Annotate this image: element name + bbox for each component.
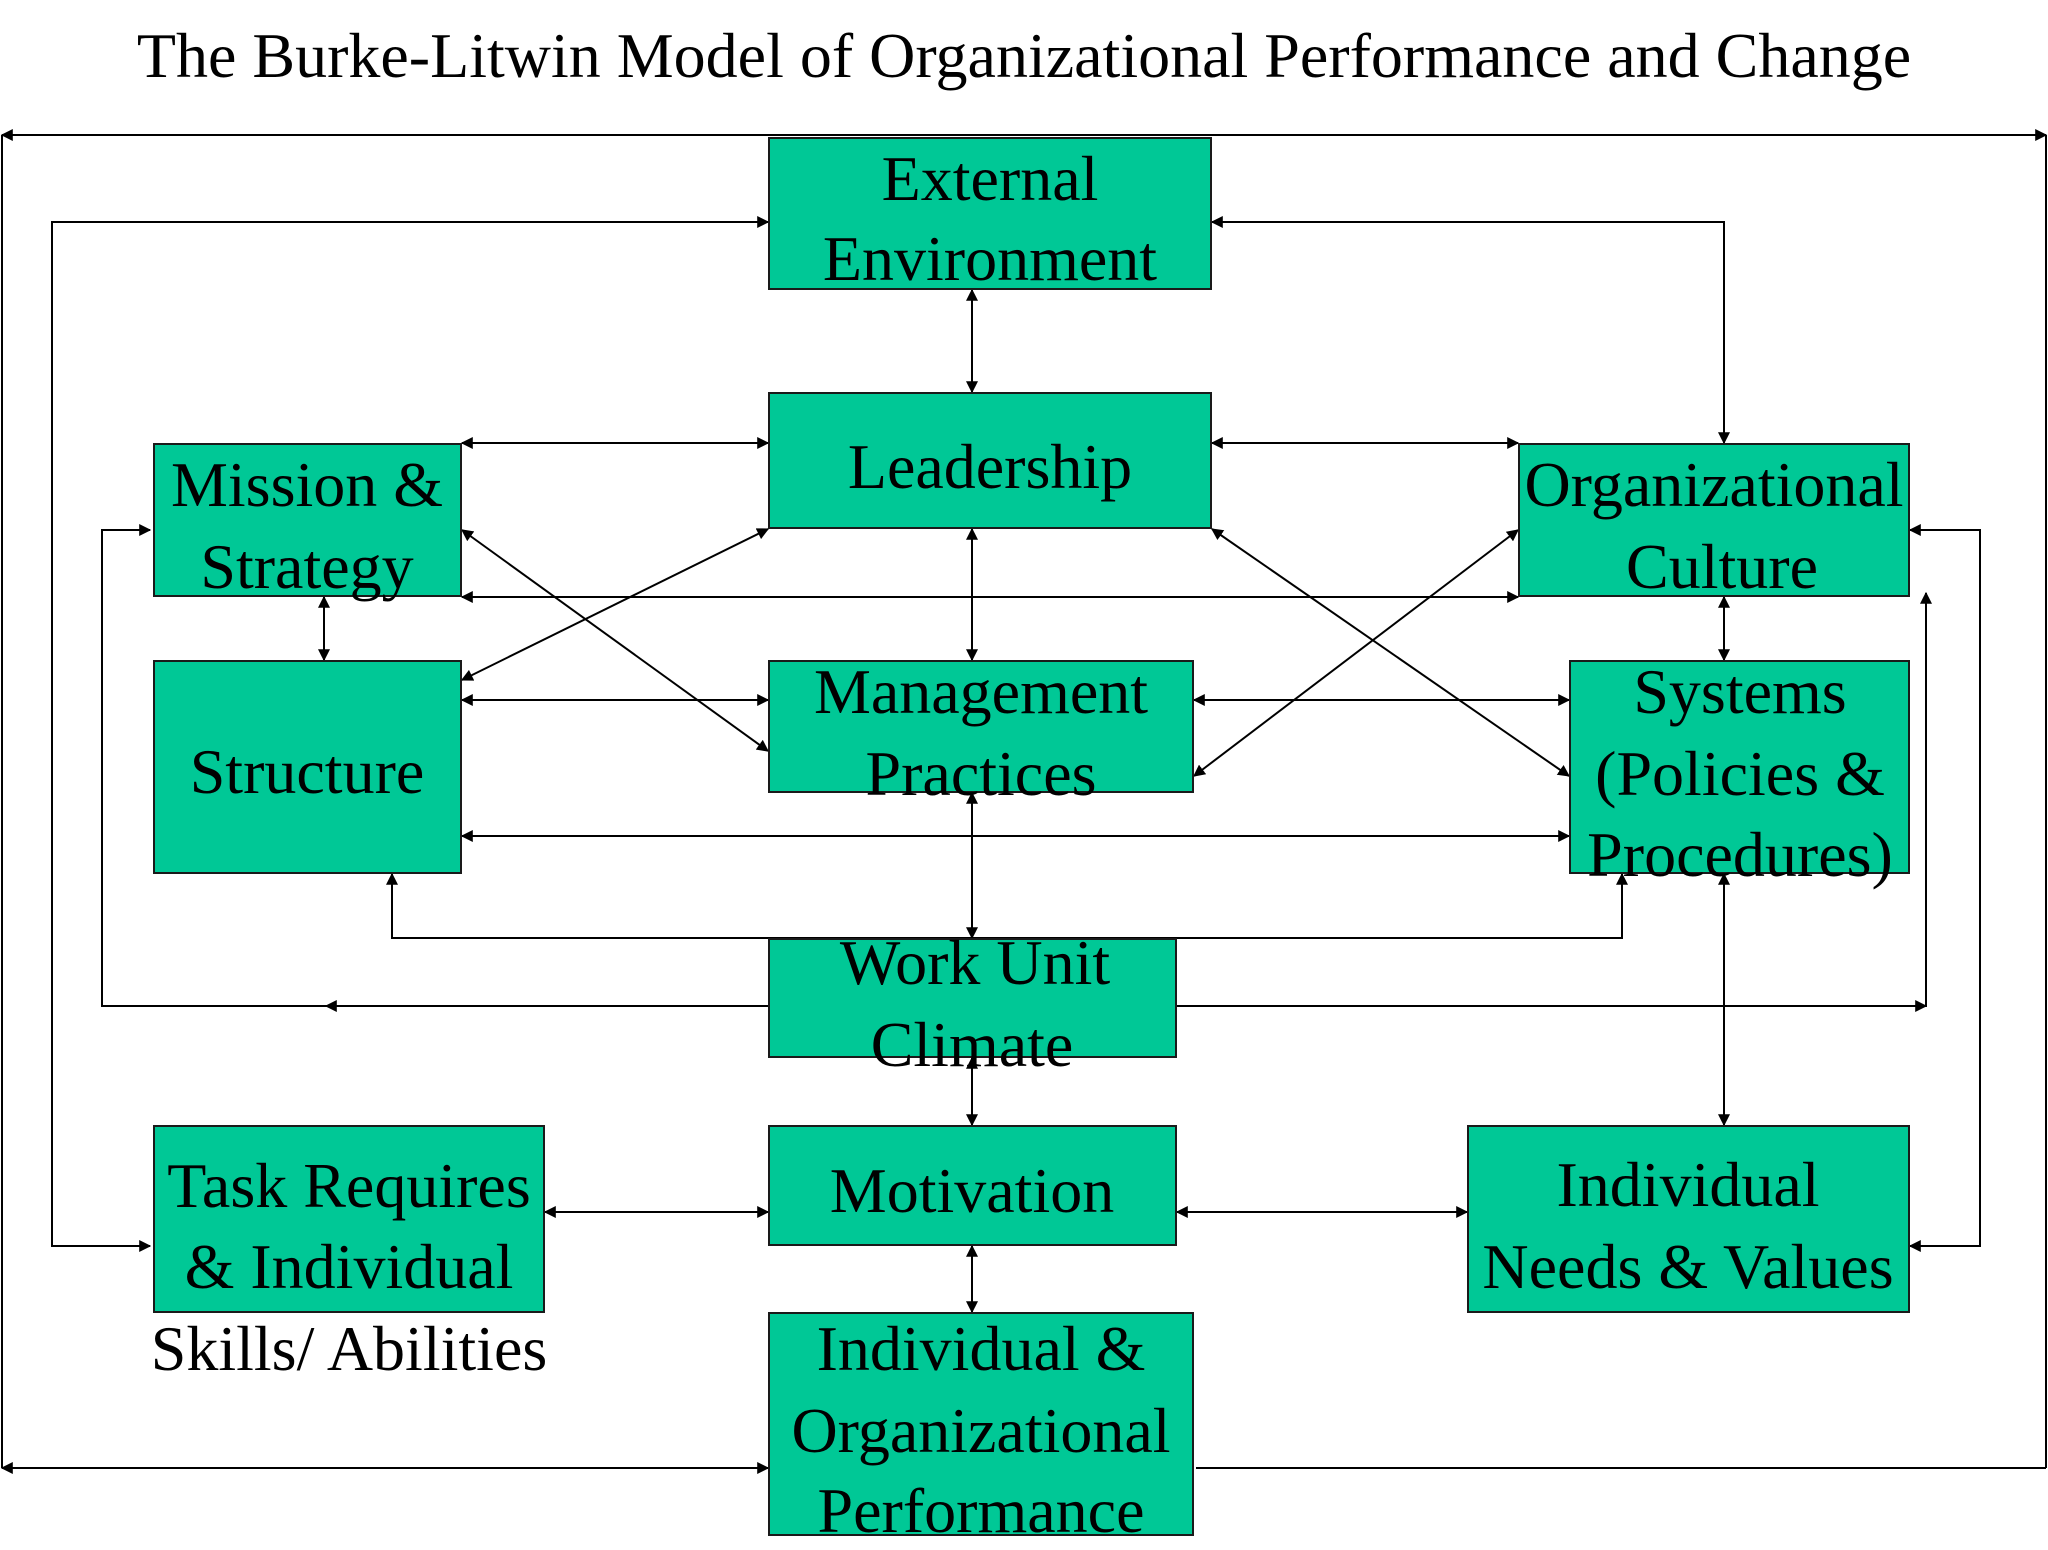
diagram-title: The Burke-Litwin Model of Organizational…	[136, 20, 1912, 91]
systems-box	[1569, 660, 1910, 874]
management-practices-box	[768, 660, 1194, 793]
structure-box	[153, 660, 462, 874]
external-environment-label-line2: Environment	[822, 223, 1158, 294]
management-practices-label-line2: Practices	[865, 738, 1097, 809]
leadership-systems-diagonal	[1211, 528, 1570, 777]
individual-needs-label-line1: Individual	[1556, 1149, 1820, 1220]
organizational-culture-box	[1518, 443, 1910, 597]
task-requires-label-line1: Task Requires	[167, 1150, 531, 1221]
task-requires-label-line2: & Individual	[184, 1231, 514, 1302]
management-practices-label-line1: Management	[813, 656, 1149, 727]
systems-label-line2: (Policies &	[1595, 738, 1885, 809]
performance-label-line2: Organizational	[791, 1395, 1171, 1466]
motivation-label: Motivation	[829, 1155, 1115, 1226]
management-culture-diagonal	[1193, 529, 1519, 777]
work-unit-climate-label-line1: Work Unit	[839, 927, 1111, 998]
mission-strategy-box	[153, 443, 462, 597]
culture-to-environment-arrow	[1210, 216, 1730, 445]
motivation-box	[768, 1125, 1177, 1246]
task-requires-label-line3: Skills/ Abilities	[150, 1313, 548, 1384]
culture-to-needs-arrow	[1908, 524, 1981, 1252]
mission-management-diagonal	[461, 529, 769, 752]
individual-needs-values-box	[1467, 1125, 1910, 1313]
mission-strategy-label-line2: Strategy	[200, 531, 414, 602]
work-unit-climate-label-line2: Climate	[870, 1009, 1074, 1080]
performance-box	[768, 1312, 1194, 1536]
structure-leadership-diagonal	[460, 528, 770, 681]
performance-label-line1: Individual &	[816, 1313, 1146, 1384]
leadership-box	[768, 392, 1212, 529]
systems-label-line1: Systems	[1633, 656, 1847, 727]
task-requires-box	[153, 1125, 545, 1313]
leadership-label: Leadership	[847, 431, 1133, 502]
individual-needs-label-line2: Needs & Values	[1482, 1231, 1894, 1302]
left-loop-arrow	[51, 216, 770, 1252]
work-unit-climate-box	[768, 938, 1177, 1058]
organizational-culture-label-line2: Culture	[1626, 531, 1818, 602]
climate-to-mission-arrow	[101, 524, 768, 1007]
systems-label-line3: Procedures)	[1587, 819, 1893, 890]
external-environment-label-line1: External	[881, 143, 1099, 214]
organizational-culture-label-line1: Organizational	[1524, 449, 1904, 520]
performance-label-line3: Performance	[817, 1475, 1145, 1546]
mission-strategy-label-line1: Mission &	[170, 449, 444, 520]
external-environment-box	[768, 137, 1212, 290]
structure-label: Structure	[189, 736, 425, 807]
